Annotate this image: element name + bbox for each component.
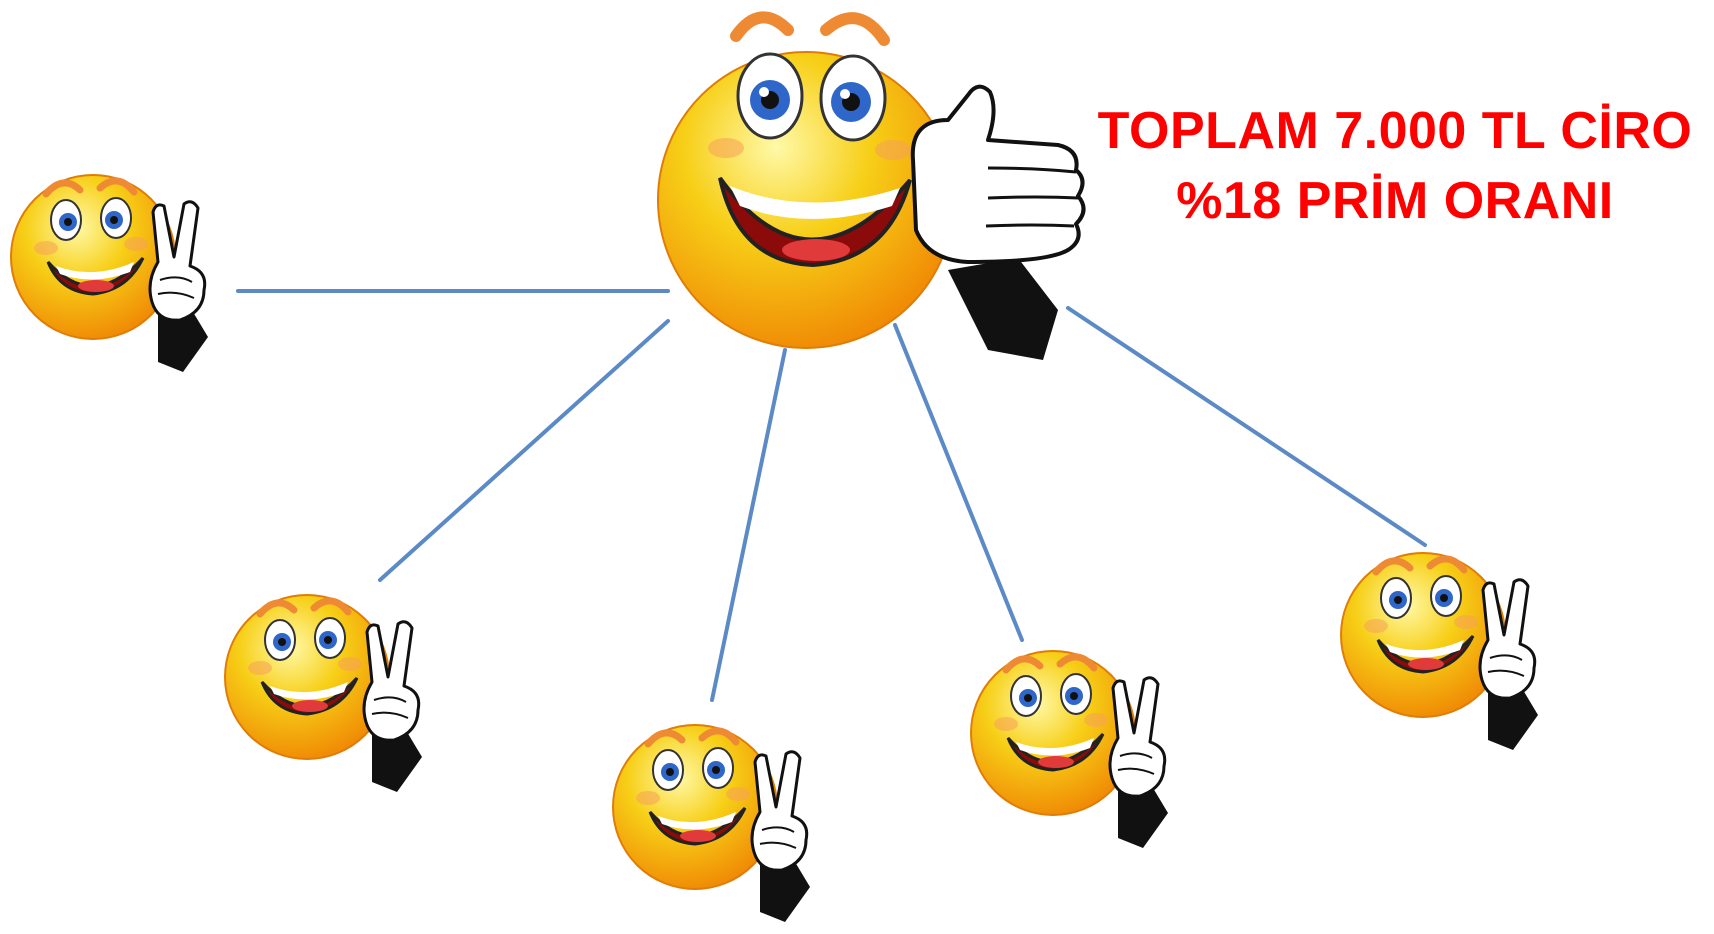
peace-sign-smiley-icon: [225, 595, 422, 792]
commission-caption: TOPLAM 7.000 TL CİRO %18 PRİM ORANI: [1090, 96, 1700, 236]
peace-sign-smiley-icon: [971, 651, 1168, 848]
connector-line-lower-right: [893, 323, 1024, 642]
connector-line-right: [1066, 306, 1427, 547]
connector-line-bottom: [710, 348, 787, 702]
commission-rate-label: %18 PRİM ORANI: [1176, 172, 1614, 230]
total-turnover-label: TOPLAM 7.000 TL CİRO: [1097, 102, 1693, 160]
peace-sign-smiley-icon: [11, 175, 208, 372]
peace-sign-smiley-icon: [1341, 553, 1538, 750]
peace-sign-smiley-icon: [613, 725, 810, 922]
connector-lines: [236, 289, 1427, 702]
connector-line-lower-left: [378, 319, 670, 582]
thumbs-up-smiley-icon: [657, 11, 1086, 360]
